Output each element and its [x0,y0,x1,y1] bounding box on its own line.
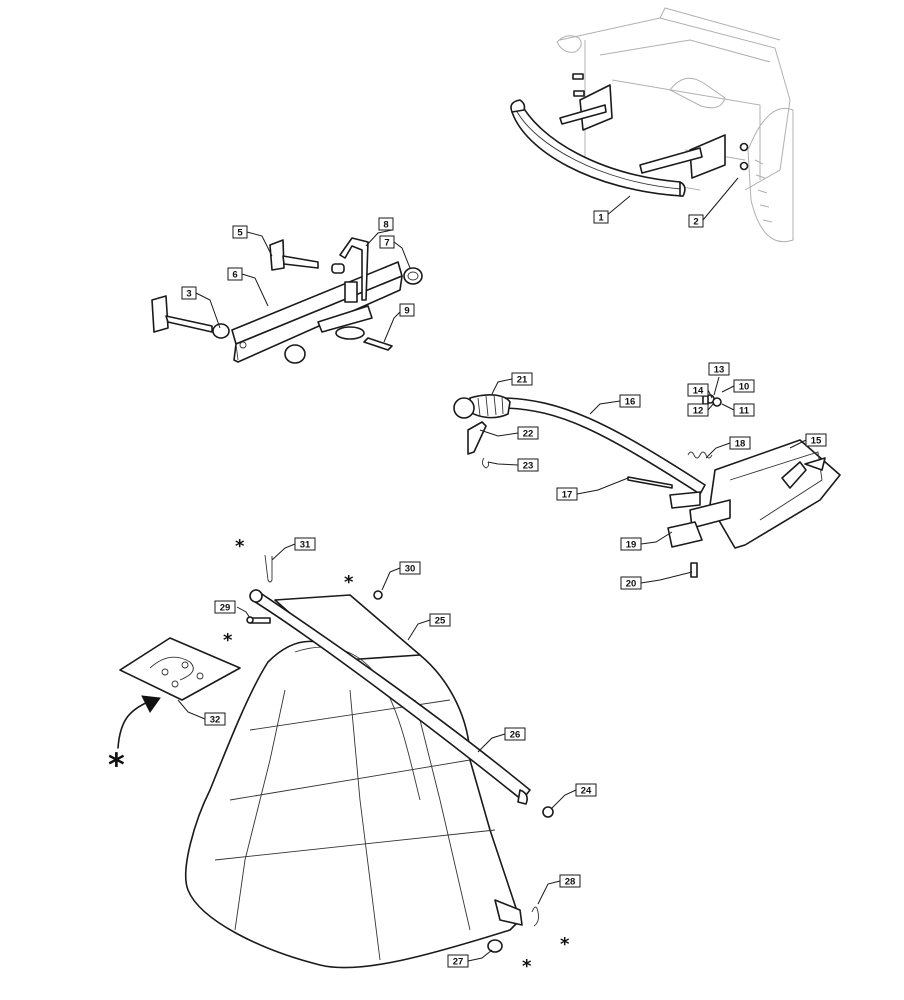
svg-text:9: 9 [404,306,409,317]
svg-text:6: 6 [232,270,237,281]
label-27: 27 [447,954,469,968]
label-30: 30 [399,561,421,575]
label-24: 24 [575,783,597,797]
label-25: 25 [429,613,451,627]
svg-text:5: 5 [237,228,243,239]
label-15: 15 [805,433,827,447]
label-18: 18 [729,436,751,450]
asterisk-28: * [560,934,570,955]
svg-text:15: 15 [811,436,822,447]
asterisk-27: * [522,956,532,977]
label-3: 3 [181,286,197,300]
svg-text:1: 1 [598,213,604,224]
svg-text:19: 19 [626,540,637,551]
svg-text:13: 13 [714,365,725,376]
label-1: 1 [593,210,609,224]
svg-text:27: 27 [453,957,464,968]
svg-text:22: 22 [523,429,534,440]
svg-text:7: 7 [384,238,389,249]
svg-text:31: 31 [300,540,311,551]
svg-text:18: 18 [735,439,746,450]
lever-chute-assembly [453,393,841,578]
label-22: 22 [517,426,539,440]
svg-text:21: 21 [517,375,528,386]
bumper-bar [510,73,749,197]
leader-lines [177,177,807,962]
label-23: 23 [517,458,539,472]
svg-text:16: 16 [625,397,636,408]
svg-text:14: 14 [693,386,704,397]
label-29: 29 [214,600,236,614]
tractor-frame [556,7,794,242]
asterisk-markers: * * * * * * [108,536,570,977]
svg-text:25: 25 [435,616,446,627]
grass-catcher-assembly [117,554,554,969]
label-13: 13 [708,362,730,376]
svg-text:17: 17 [562,490,573,501]
label-20: 20 [620,576,642,590]
asterisk-29: * [223,630,233,651]
svg-text:32: 32 [210,715,221,726]
label-31: 31 [294,537,316,551]
label-5: 5 [232,225,248,239]
label-28: 28 [559,874,581,888]
label-8: 8 [378,217,394,231]
label-14: 14 [687,383,709,397]
label-2: 2 [688,214,704,228]
svg-text:30: 30 [405,564,416,575]
svg-text:10: 10 [739,382,750,393]
hitch-bar-assembly [151,237,423,364]
asterisk-30: * [344,572,354,593]
svg-text:28: 28 [565,877,576,888]
label-9: 9 [399,303,415,317]
svg-text:20: 20 [626,579,637,590]
callout-labels: 1 2 3 5 6 7 8 9 10 11 12 13 14 15 16 17 … [181,210,827,968]
svg-text:29: 29 [220,603,231,614]
svg-text:12: 12 [693,406,704,417]
label-26: 26 [504,727,526,741]
label-7: 7 [379,235,395,249]
label-17: 17 [556,487,578,501]
asterisk-32: * [108,746,125,784]
svg-text:3: 3 [186,289,191,300]
svg-text:24: 24 [581,786,592,797]
svg-text:8: 8 [383,220,388,231]
label-10: 10 [733,379,755,393]
label-16: 16 [619,394,641,408]
svg-text:26: 26 [510,730,521,741]
label-21: 21 [511,372,533,386]
label-6: 6 [227,267,243,281]
svg-text:11: 11 [739,406,750,417]
label-11: 11 [733,403,755,417]
label-12: 12 [687,403,709,417]
asterisk-31: * [235,536,245,557]
svg-text:23: 23 [523,461,534,472]
svg-text:2: 2 [693,217,698,228]
label-32: 32 [204,712,226,726]
label-19: 19 [620,537,642,551]
